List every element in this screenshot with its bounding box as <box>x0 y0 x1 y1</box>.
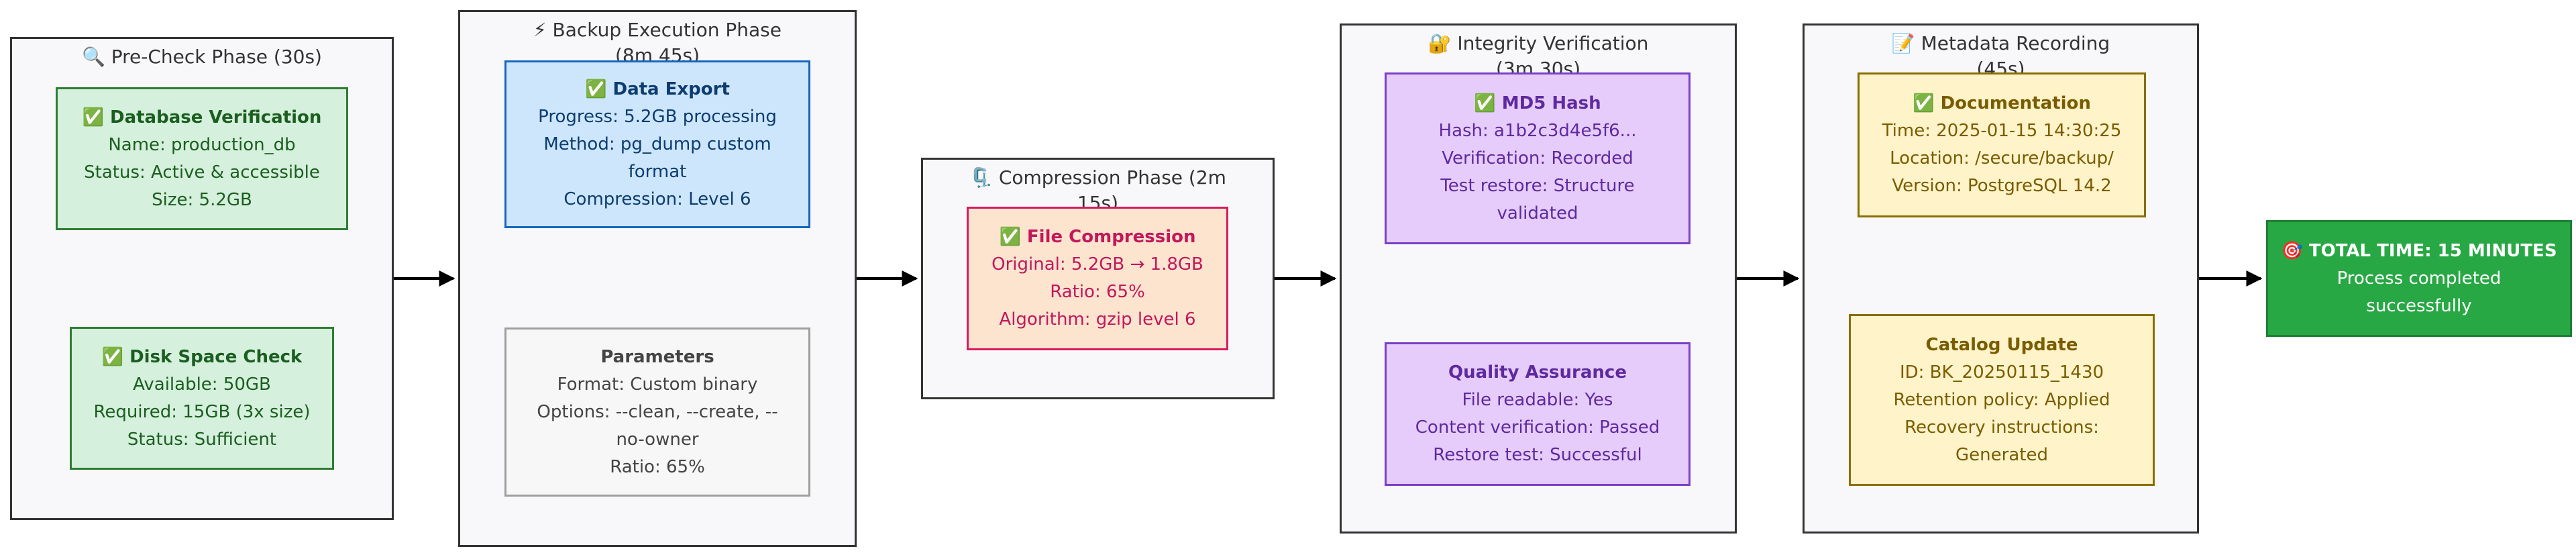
documentation-line: Time: 2025-01-15 14:30:25 <box>1882 121 2122 141</box>
quality-assurance-line: File readable: Yes <box>1462 390 1613 410</box>
total-time-title: 🎯 TOTAL TIME: 15 MINUTES <box>2281 240 2557 261</box>
md5-hash-node[interactable]: ✅ MD5 Hash Hash: a1b2c3d4e5f6... Verific… <box>1385 72 1690 244</box>
disk-space-check-node[interactable]: ✅ Disk Space Check Available: 50GB Requi… <box>70 327 334 470</box>
file-compression-node[interactable]: ✅ File Compression Original: 5.2GB → 1.8… <box>967 207 1228 350</box>
documentation-line: Version: PostgreSQL 14.2 <box>1892 176 2112 196</box>
file-compression-line: Algorithm: gzip level 6 <box>999 309 1196 330</box>
total-time-line: successfully <box>2366 295 2472 316</box>
total-time-node[interactable]: 🎯 TOTAL TIME: 15 MINUTES Process complet… <box>2266 220 2572 337</box>
catalog-update-line: Retention policy: Applied <box>1893 389 2110 410</box>
quality-assurance-title: Quality Assurance <box>1448 362 1627 383</box>
compression-phase-title: 🗜️ Compression Phase (2m 15s) <box>923 165 1273 216</box>
database-verification-line: Size: 5.2GB <box>152 189 252 210</box>
metadata-recording-phase-title: 📝 Metadata Recording (45s) <box>1805 31 2197 82</box>
data-export-line: Method: pg_dump custom <box>543 134 771 154</box>
database-verification-title: ✅ Database Verification <box>82 107 322 128</box>
file-compression-line: Ratio: 65% <box>1050 282 1145 302</box>
catalog-update-line: Generated <box>1955 444 2048 465</box>
integrity-phase-title-line1: 🔐 Integrity Verification <box>1428 32 1649 54</box>
backup-phase-title-line1: ⚡ Backup Execution Phase <box>533 19 782 41</box>
total-time-line: Process completed <box>2337 268 2502 289</box>
md5-hash-line: Test restore: Structure <box>1440 175 1635 196</box>
disk-space-check-line: Required: 15GB (3x size) <box>93 401 311 422</box>
data-export-line: format <box>628 161 687 182</box>
data-export-line: Progress: 5.2GB processing <box>538 106 777 127</box>
parameters-line: Options: --clean, --create, -- <box>537 401 778 422</box>
md5-hash-line: validated <box>1497 203 1578 223</box>
disk-space-check-line: Status: Sufficient <box>127 429 277 450</box>
database-verification-node[interactable]: ✅ Database Verification Name: production… <box>56 87 348 230</box>
parameters-title: Parameters <box>600 346 714 367</box>
quality-assurance-line: Restore test: Successful <box>1433 445 1642 465</box>
catalog-update-node[interactable]: Catalog Update ID: BK_20250115_1430 Rete… <box>1849 314 2155 486</box>
catalog-update-line: ID: BK_20250115_1430 <box>1899 362 2104 383</box>
md5-hash-line: Hash: a1b2c3d4e5f6... <box>1438 120 1637 141</box>
documentation-node[interactable]: ✅ Documentation Time: 2025-01-15 14:30:2… <box>1858 72 2146 217</box>
compression-phase-title-line1: 🗜️ Compression Phase (2m <box>969 166 1226 189</box>
database-verification-line: Name: production_db <box>108 134 296 155</box>
quality-assurance-line: Content verification: Passed <box>1415 417 1660 438</box>
precheck-phase-title: 🔍 Pre-Check Phase (30s) <box>82 46 322 68</box>
disk-space-check-title: ✅ Disk Space Check <box>101 346 303 367</box>
data-export-node[interactable]: ✅ Data Export Progress: 5.2GB processing… <box>504 60 810 228</box>
parameters-line: Ratio: 65% <box>610 456 705 477</box>
data-export-title: ✅ Data Export <box>585 79 730 99</box>
file-compression-title: ✅ File Compression <box>999 227 1196 247</box>
data-export-line: Compression: Level 6 <box>564 189 751 209</box>
md5-hash-line: Verification: Recorded <box>1442 148 1633 168</box>
database-verification-line: Status: Active & accessible <box>84 162 320 183</box>
catalog-update-title: Catalog Update <box>1925 334 2078 355</box>
quality-assurance-node[interactable]: Quality Assurance File readable: Yes Con… <box>1385 342 1690 486</box>
disk-space-check-line: Available: 50GB <box>133 374 271 395</box>
metadata-phase-title-line1: 📝 Metadata Recording <box>1891 32 2110 54</box>
parameters-line: no-owner <box>616 429 699 450</box>
catalog-update-line: Recovery instructions: <box>1904 417 2099 438</box>
file-compression-line: Original: 5.2GB → 1.8GB <box>991 254 1203 274</box>
documentation-title: ✅ Documentation <box>1913 93 2091 113</box>
parameters-node[interactable]: Parameters Format: Custom binary Options… <box>504 327 810 497</box>
parameters-line: Format: Custom binary <box>557 374 758 395</box>
documentation-line: Location: /secure/backup/ <box>1890 148 2114 168</box>
md5-hash-title: ✅ MD5 Hash <box>1474 93 1601 113</box>
